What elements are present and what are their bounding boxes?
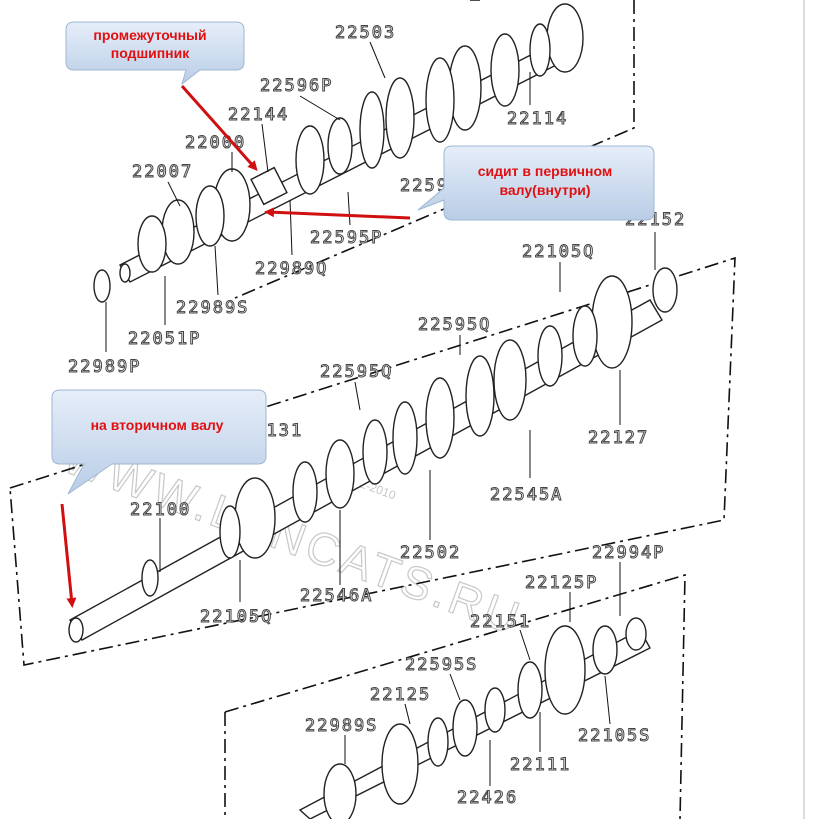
ring-22595P: [295, 125, 325, 195]
part-labels: 22503 22596P 22144 22114 22000 22007 225…: [68, 23, 685, 809]
gear-22503: [385, 77, 415, 159]
part-label-22105Q: 22105Q: [522, 242, 595, 262]
callout-line-1: на вторичном валу: [91, 417, 224, 433]
sleeve-22503: [425, 57, 455, 143]
ring-22595Q: [537, 325, 563, 387]
part-label-22595Q-b: 22595Q: [320, 362, 393, 382]
callout-line-2: подшипник: [111, 45, 191, 61]
output-shaft-assembly: [68, 267, 678, 643]
callout-line-2: валу(внутри): [499, 182, 590, 198]
part-label-22144: 22144: [228, 105, 289, 125]
leader-lines: [105, 41, 656, 786]
callout-arrow: [264, 207, 411, 220]
part-label-22989Q: 22989Q: [255, 259, 328, 279]
gear-22114-hub: [529, 23, 551, 77]
part-label-22595P: 22595P: [310, 228, 383, 248]
frame-lower-shaft: [224, 573, 686, 819]
ring-22051P: [137, 215, 167, 273]
part-label-22125P: 22125P: [525, 573, 598, 593]
frame-output-shaft: [9, 256, 736, 666]
spacer-22111: [484, 687, 506, 733]
part-label-22994P: 22994P: [592, 543, 665, 563]
callout-bubble: [417, 145, 655, 221]
gear-22502-b: [392, 401, 418, 475]
bearing-22007: [195, 185, 225, 247]
part-label-22989S-b: 22989S: [305, 716, 378, 736]
gear-22502: [425, 377, 455, 459]
part-label-22989S: 22989S: [176, 298, 249, 318]
part-label-22114: 22114: [507, 109, 568, 129]
gear-22131: [234, 477, 276, 559]
input-shaft-assembly: [93, 3, 584, 303]
bearing-22007-b: [161, 199, 195, 265]
callout-arrow: [60, 503, 77, 608]
part-label-22127: 22127: [588, 428, 649, 448]
frame-input-shaft: [234, 0, 635, 299]
callout-on-output-shaft: на вторичном валу: [51, 389, 267, 608]
part-label-22546A: 22546A: [300, 586, 373, 606]
nut-22994P: [625, 617, 647, 651]
gear-22105Q-left: [219, 505, 241, 559]
bearing-22151: [517, 661, 543, 719]
bearing-22144: [250, 166, 288, 206]
gear-22503-b: [359, 91, 385, 169]
snap-ring-22989P: [93, 269, 111, 303]
part-label-22125: 22125: [370, 685, 431, 705]
spline-22100: [141, 559, 159, 597]
part-label-22545A: 22545A: [490, 485, 563, 505]
callout-line-1: сидит в первичном: [478, 163, 612, 179]
part-label-22051P: 22051P: [128, 329, 201, 349]
callout-arrow: [180, 85, 258, 171]
callout-line-1: промежуточный: [93, 27, 206, 43]
part-label-22111: 22111: [510, 755, 571, 775]
part-label-22426: 22426: [457, 788, 518, 808]
callout-bubble: [65, 21, 245, 86]
gear-22105Q-right: [591, 275, 633, 369]
part-label-22007: 22007: [132, 162, 193, 182]
part-label-22595S: 22595S: [405, 655, 478, 675]
bearing-22105S: [592, 625, 618, 675]
output-shaft-end: [68, 617, 84, 643]
callout-intermediate-bearing: промежуточный подшипник: [65, 21, 258, 171]
callout-in-input-shaft: сидит в первичном валу(внутри): [264, 145, 655, 221]
ring-22595Q-b: [362, 419, 388, 485]
ring-22596P: [490, 33, 520, 107]
part-label-22502: 22502: [400, 543, 461, 563]
ring-22595S: [452, 699, 478, 757]
part-label-22596P: 22596P: [260, 76, 333, 96]
gear-22426: [427, 717, 449, 767]
gear-22125P: [544, 625, 586, 715]
sleeve-22545A: [465, 355, 495, 437]
input-shaft-end: [119, 263, 131, 283]
ring-22546A: [292, 461, 318, 523]
hub-22546A: [325, 439, 355, 509]
bearing-22152: [652, 267, 678, 313]
part-label-22105S: 22105S: [578, 726, 651, 746]
part-label-22989P: 22989P: [68, 357, 141, 377]
gear-22125: [381, 723, 419, 805]
group-frames: [9, 0, 736, 819]
part-label-22151: 22151: [470, 612, 531, 632]
part-label-22100: 22100: [130, 500, 191, 520]
lower-shaft-assembly: [298, 617, 651, 819]
callout-bubble: [51, 389, 267, 495]
ring-22596P-b: [327, 117, 353, 175]
part-label-22105Q-b: 22105Q: [200, 607, 273, 627]
part-label-22595Q: 22595Q: [418, 315, 491, 335]
gear-22114: [546, 3, 584, 73]
part-label-22503: 22503: [335, 23, 396, 43]
ring-22989S: [323, 763, 357, 819]
hub-22545A: [493, 339, 527, 421]
gear-22105Q-right-hub: [572, 305, 598, 367]
